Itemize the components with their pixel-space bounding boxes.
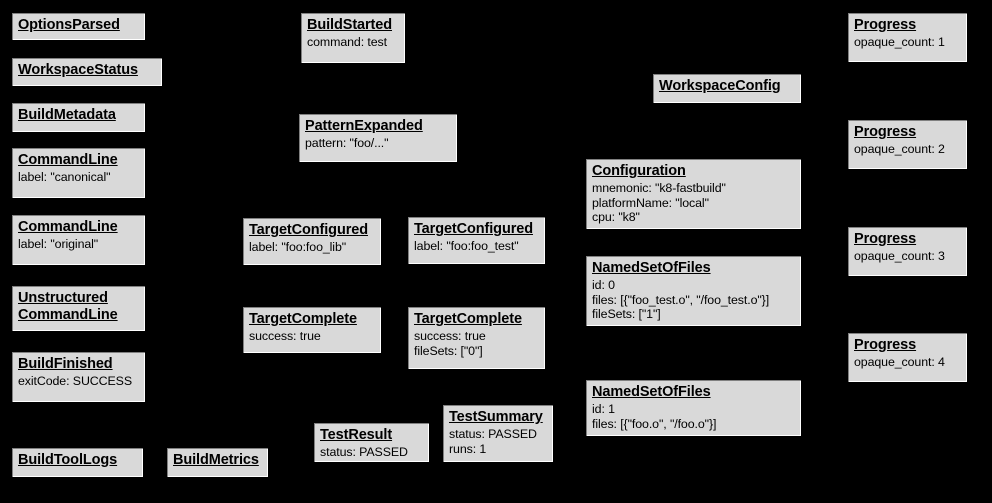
node-field: status: PASSED xyxy=(449,427,537,442)
node-title: TargetConfigured xyxy=(414,221,533,237)
node-title: CommandLine xyxy=(18,152,118,168)
node-title: TestResult xyxy=(320,427,393,443)
node-build-metadata[interactable]: BuildMetadata xyxy=(11,102,146,133)
node-target-complete-foo-lib[interactable]: TargetComplete success: true xyxy=(242,306,382,354)
node-configuration[interactable]: Configuration mnemonic: "k8-fastbuild"pla… xyxy=(585,158,802,230)
node-title: NamedSetOfFiles xyxy=(592,260,711,276)
node-title: BuildToolLogs xyxy=(18,452,118,468)
node-field: opaque_count: 2 xyxy=(854,142,945,157)
node-field: opaque_count: 3 xyxy=(854,249,945,264)
node-progress-2[interactable]: Progress opaque_count: 2 xyxy=(847,119,968,170)
node-title: TargetComplete xyxy=(414,311,522,327)
node-field: fileSets: ["1"] xyxy=(592,307,661,322)
node-test-result[interactable]: TestResult status: PASSED xyxy=(313,422,430,463)
node-title: Progress xyxy=(854,231,917,247)
node-field: id: 1 xyxy=(592,402,615,417)
node-target-configured-foo-lib[interactable]: TargetConfigured label: "foo:foo_lib" xyxy=(242,217,382,266)
node-options-parsed[interactable]: OptionsParsed xyxy=(11,12,146,41)
node-title: WorkspaceStatus xyxy=(18,62,138,78)
node-command-line-original[interactable]: CommandLine label: "original" xyxy=(11,214,146,266)
node-field: files: [{"foo_test.o", "/foo_test.o"}] xyxy=(592,292,770,307)
node-title: PatternExpanded xyxy=(305,118,423,134)
node-progress-1[interactable]: Progress opaque_count: 1 xyxy=(847,12,968,63)
node-field: command: test xyxy=(307,35,387,50)
node-field: success: true xyxy=(249,329,321,344)
node-progress-3[interactable]: Progress opaque_count: 3 xyxy=(847,226,968,277)
node-title: TargetComplete xyxy=(249,311,357,327)
node-field: id: 0 xyxy=(592,278,615,293)
node-field: mnemonic: "k8-fastbuild" xyxy=(592,181,726,196)
node-title: BuildMetadata xyxy=(18,107,116,123)
node-command-line-canonical[interactable]: CommandLine label: "canonical" xyxy=(11,147,146,199)
node-progress-4[interactable]: Progress opaque_count: 4 xyxy=(847,332,968,383)
node-title: Progress xyxy=(854,17,917,33)
node-field: opaque_count: 4 xyxy=(854,355,945,370)
node-title: BuildMetrics xyxy=(173,452,259,468)
node-title: Progress xyxy=(854,124,917,140)
node-field: status: PASSED xyxy=(320,445,408,460)
node-field: pattern: "foo/..." xyxy=(305,136,389,151)
node-build-metrics[interactable]: BuildMetrics xyxy=(166,447,269,478)
node-title: BuildStarted xyxy=(307,17,393,33)
node-workspace-config[interactable]: WorkspaceConfig xyxy=(652,73,802,104)
node-build-tool-logs[interactable]: BuildToolLogs xyxy=(11,447,144,478)
node-title: WorkspaceConfig xyxy=(659,78,781,94)
node-title: Progress xyxy=(854,337,917,353)
node-build-started[interactable]: BuildStarted command: test xyxy=(300,12,406,64)
node-field: success: true xyxy=(414,329,486,344)
node-unstructured-command-line[interactable]: Unstructured CommandLine xyxy=(11,285,146,332)
node-workspace-status[interactable]: WorkspaceStatus xyxy=(11,57,163,87)
node-field: label: "foo:foo_test" xyxy=(414,239,519,254)
node-field: fileSets: ["0"] xyxy=(414,343,483,358)
node-title: TargetConfigured xyxy=(249,222,368,238)
node-title: Unstructured CommandLine xyxy=(18,290,118,324)
node-field: platformName: "local" xyxy=(592,195,709,210)
node-field: label: "original" xyxy=(18,237,99,252)
node-title: NamedSetOfFiles xyxy=(592,384,711,400)
node-field: label: "canonical" xyxy=(18,170,111,185)
node-field: opaque_count: 1 xyxy=(854,35,945,50)
node-title: CommandLine xyxy=(18,219,118,235)
node-field: runs: 1 xyxy=(449,441,487,456)
node-field: files: [{"foo.o", "/foo.o"}] xyxy=(592,416,717,431)
node-field: label: "foo:foo_lib" xyxy=(249,240,347,255)
node-field: cpu: "k8" xyxy=(592,210,640,225)
node-field: exitCode: SUCCESS xyxy=(18,374,132,389)
node-build-finished[interactable]: BuildFinished exitCode: SUCCESS xyxy=(11,351,146,403)
node-target-configured-foo-test[interactable]: TargetConfigured label: "foo:foo_test" xyxy=(407,216,546,265)
node-title: Configuration xyxy=(592,163,686,179)
node-pattern-expanded[interactable]: PatternExpanded pattern: "foo/..." xyxy=(298,113,458,163)
node-title: TestSummary xyxy=(449,409,543,425)
node-title: BuildFinished xyxy=(18,356,113,372)
node-title: OptionsParsed xyxy=(18,17,120,33)
